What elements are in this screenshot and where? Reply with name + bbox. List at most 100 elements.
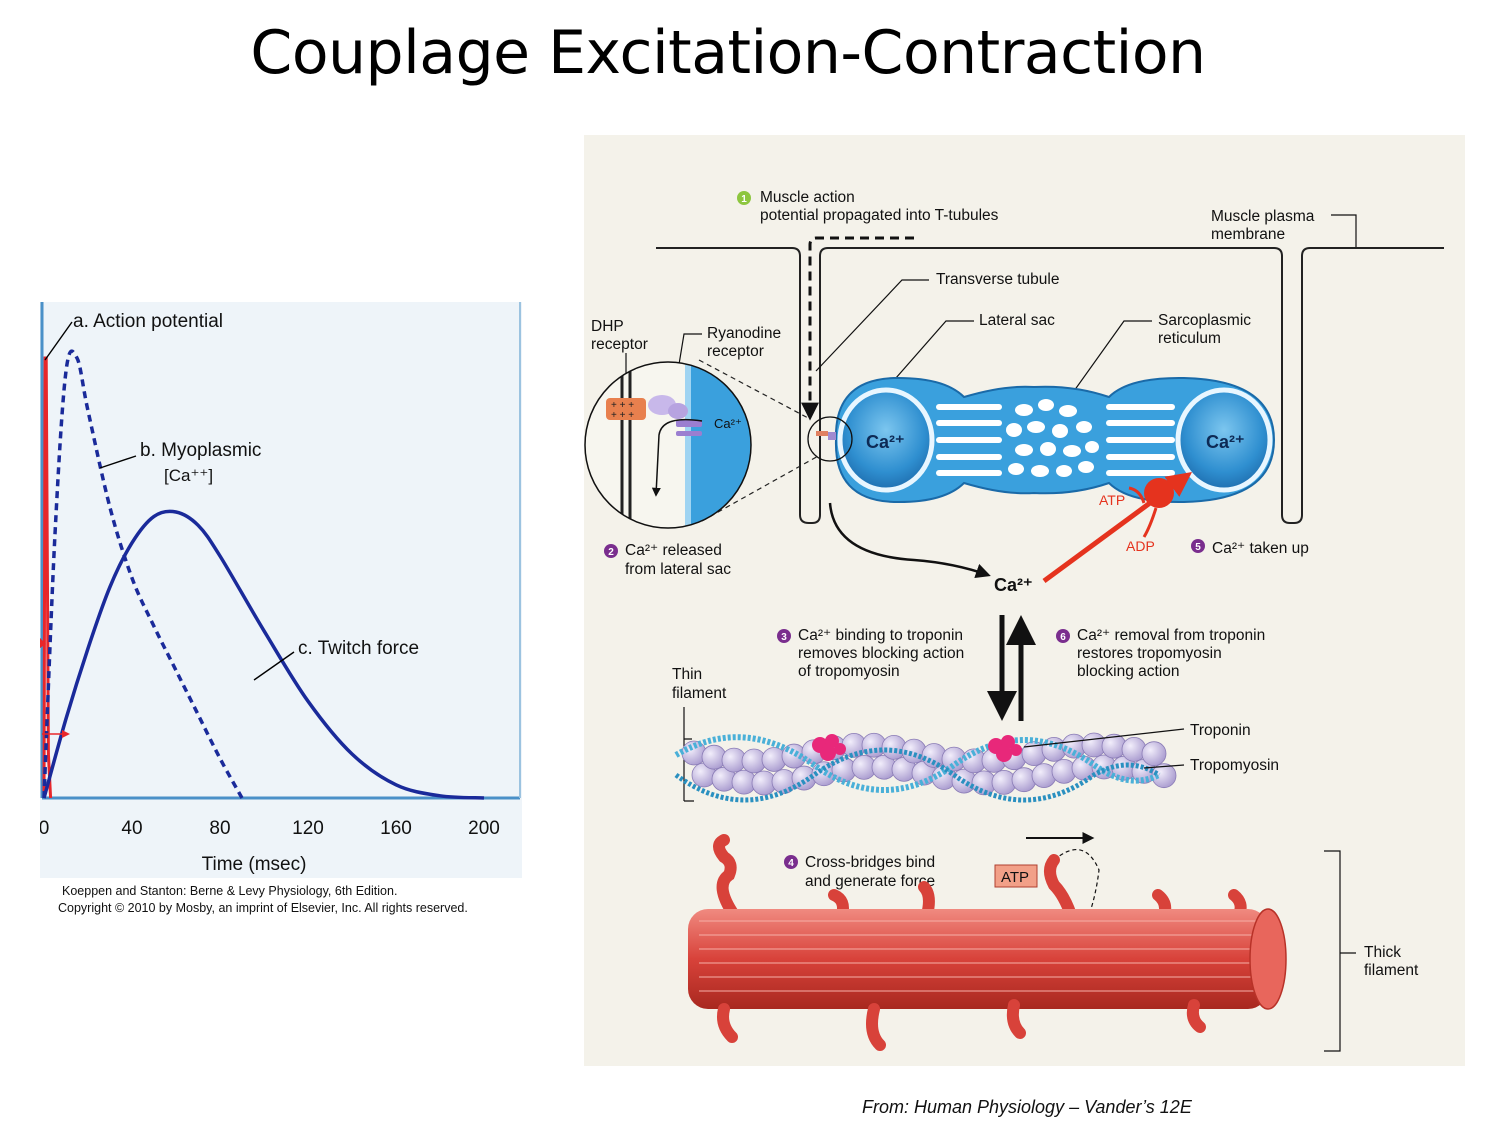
step-6-line1: Ca²⁺ removal from troponin: [1077, 627, 1265, 644]
plasma-membrane: [656, 247, 1444, 524]
ca-release-arrow: [828, 502, 991, 579]
thick-filament-label-line2: filament: [1364, 962, 1419, 979]
step-1-marker: [737, 191, 751, 205]
step-5-marker: [1191, 539, 1205, 553]
actin-bead: [1141, 741, 1167, 767]
thin-filament-label-line1: Thin: [672, 666, 702, 683]
credit-line-1: Koeppen and Stanton: Berne & Levy Physio…: [62, 884, 398, 898]
thin-filament-label-line2: filament: [672, 685, 727, 702]
sr-network: [1006, 399, 1099, 477]
pump-atp-label: ATP: [1099, 492, 1125, 508]
step-6-line2: restores tropomyosin: [1077, 645, 1222, 662]
transverse-tubule-leader: [815, 279, 929, 372]
step-1-number: 1: [741, 194, 747, 205]
troponin-leader: [1023, 728, 1185, 748]
sarcoplasmic-label-line2: reticulum: [1158, 330, 1221, 347]
latency-arrow-head: [62, 730, 70, 738]
cross-bridge-stroke-path: [1053, 849, 1100, 916]
x-tick-label: 80: [209, 818, 230, 839]
junction-receptor-2: [828, 432, 836, 440]
step-1-line2: potential propagated into T-tubules: [760, 207, 999, 224]
x-tick-label: 160: [380, 818, 412, 839]
myoplasmic-label-line1: b. Myoplasmic: [140, 440, 261, 461]
series-line-myoplasmic-calcium: [42, 349, 244, 799]
junction-receptor: [816, 431, 828, 436]
ec-coupling-diagram: 1 Muscle action potential propagated int…: [584, 189, 1444, 1052]
tropomyosin-strand-2: [674, 747, 1161, 803]
zoom-inset-border: [584, 361, 752, 529]
step-4-marker: [784, 855, 798, 869]
figure-credit: Koeppen and Stanton: Berne & Levy Physio…: [58, 883, 468, 917]
ca-right-sac-label: Ca²⁺: [1206, 432, 1245, 452]
step-4-number: 4: [788, 858, 794, 869]
lateral-sac-left: [837, 387, 935, 493]
lateral-sac-right: [1175, 387, 1273, 493]
thick-filament-end: [1249, 908, 1287, 1010]
pump-atp-curve: [1128, 486, 1146, 504]
atp-box-label: ATP: [1001, 869, 1029, 886]
ca-pump: [1144, 478, 1174, 508]
step-6-line3: blocking action: [1077, 663, 1180, 680]
action-potential-label: a. Action potential: [73, 311, 223, 332]
twitch-force-label: c. Twitch force: [298, 638, 419, 659]
tropomyosin-label: Tropomyosin: [1190, 757, 1279, 774]
zoom-line-bottom: [701, 454, 821, 522]
atp-box: [994, 864, 1038, 888]
twitch-chart-panel: a. Action potential b. Myoplasmic [Ca⁺⁺]…: [39, 302, 522, 878]
action-potential-path: [801, 236, 914, 421]
step-2-number: 2: [608, 547, 614, 558]
twitch-chart: a. Action potential b. Myoplasmic [Ca⁺⁺]…: [39, 302, 521, 875]
troponin-label: Troponin: [1190, 722, 1251, 739]
x-tick-label: 40: [121, 818, 142, 839]
series-line-twitch-force: [42, 509, 485, 800]
step-6-number: 6: [1060, 632, 1066, 643]
x-tick-label: 120: [292, 818, 324, 839]
sr-tubules: [936, 404, 1175, 476]
step-3-number: 3: [781, 632, 787, 643]
dhp-receptor-shape: [606, 398, 646, 420]
twitch-leader: [253, 651, 295, 681]
step-6-marker: [1056, 629, 1070, 643]
zoom-inset: + + + + + +: [585, 362, 751, 528]
step-3-line2: removes blocking action: [798, 645, 964, 662]
svg-text:+ + +: + + +: [611, 410, 634, 421]
thick-filament-body: [688, 909, 1268, 1009]
chart-marks: [42, 349, 485, 800]
step-5-number: 5: [1195, 542, 1201, 553]
step-2-marker: [604, 544, 618, 558]
lateral-sac-label: Lateral sac: [979, 312, 1055, 329]
thick-filament: [688, 834, 1287, 1051]
step-3-line1: Ca²⁺ binding to troponin: [798, 627, 963, 644]
slide-title: Couplage Excitation-Contraction: [250, 18, 1206, 88]
x-tick-label: 200: [468, 818, 500, 839]
thick-filament-label-line1: Thick: [1364, 944, 1401, 961]
thick-filament-bracket: [1324, 850, 1356, 1052]
myoplasmic-label-line2: [Ca⁺⁺]: [164, 466, 213, 485]
x-tick-label: 0: [40, 818, 49, 839]
myosin-head: [713, 834, 740, 921]
step-2-line1: Ca²⁺ released: [625, 542, 722, 559]
zoom-line-top: [698, 359, 811, 420]
tropomyosin-leader: [1143, 764, 1185, 769]
pump-adp-label: ADP: [1126, 538, 1155, 554]
pump-adp-curve: [1142, 507, 1158, 538]
junction-circle: [807, 416, 853, 462]
x-axis-title: Time (msec): [202, 854, 307, 875]
step-4-line1: Cross-bridges bind: [805, 854, 935, 871]
figure-source: From: Human Physiology – Vander’s 12E: [862, 1097, 1192, 1117]
step-4-line2: and generate force: [805, 873, 935, 890]
dhp-label-line2: receptor: [591, 336, 648, 353]
membrane-label-line1: Muscle plasma: [1211, 208, 1315, 225]
dhp-label-line1: DHP: [591, 318, 624, 335]
ec-coupling-diagram-panel: 1 Muscle action potential propagated int…: [584, 135, 1465, 1066]
ca-inset-label: Ca²⁺: [714, 416, 742, 431]
step-5-text: Ca²⁺ taken up: [1212, 540, 1309, 557]
myoplasmic-leader: [99, 455, 137, 469]
actin-beads: [681, 732, 1177, 796]
credit-line-2: Copyright © 2010 by Mosby, an imprint of…: [58, 901, 468, 915]
transverse-tubule-label: Transverse tubule: [936, 271, 1060, 288]
ca-left-sac-label: Ca²⁺: [866, 432, 905, 452]
tropomyosin-strand-1: [674, 734, 1161, 793]
step-3-line3: of tropomyosin: [798, 663, 900, 680]
troponin-complex-2: [988, 735, 1022, 762]
